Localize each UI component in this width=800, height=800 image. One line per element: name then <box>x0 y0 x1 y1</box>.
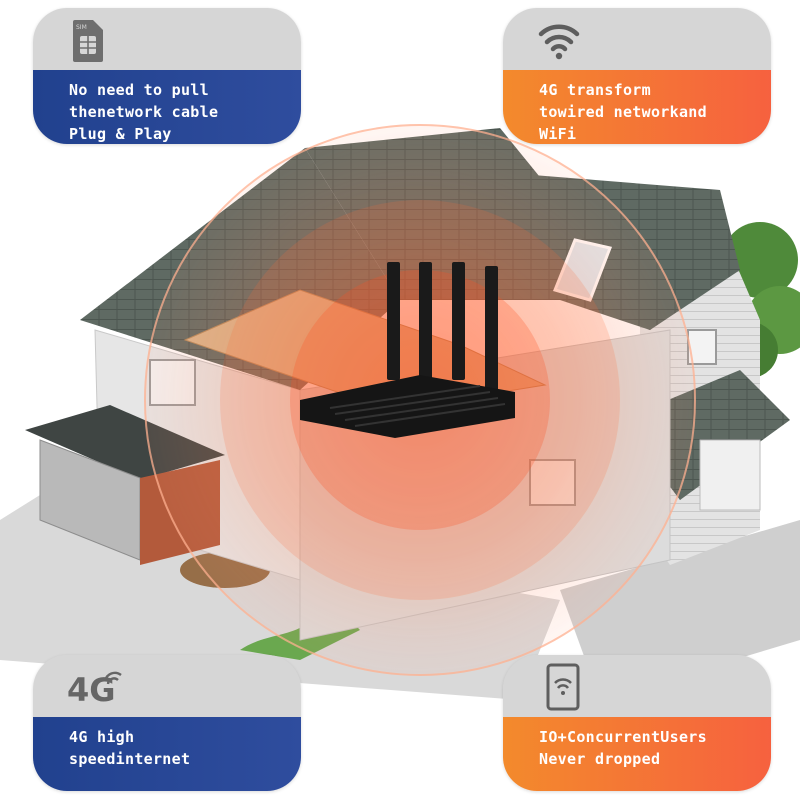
card-text-band <box>33 70 301 144</box>
feature-text: IO+ConcurrentUsers Never dropped <box>539 726 707 770</box>
feature-line: Never dropped <box>539 750 661 768</box>
4g-signal-icon: 4G <box>67 667 127 711</box>
wifi-icon <box>538 24 580 60</box>
feature-line: WiFi <box>539 125 577 143</box>
feature-line: IO+ConcurrentUsers <box>539 728 707 746</box>
feature-card-concurrent-users: IO+ConcurrentUsers Never dropped <box>503 655 771 791</box>
4g-label: 4G <box>67 671 116 709</box>
feature-line: Plug & Play <box>69 125 172 143</box>
feature-card-4g-speed: 4G 4G high speedinternet <box>33 655 301 791</box>
router-vents <box>329 385 506 427</box>
feature-card-wifi: 4G transform towired networkand WiFi <box>503 8 771 144</box>
feature-line: No need to pull <box>69 81 209 99</box>
card-icon-area <box>33 655 301 717</box>
feature-line: towired networkand <box>539 103 707 121</box>
feature-line: 4G transform <box>539 81 651 99</box>
card-text-band <box>33 717 301 791</box>
router-body <box>300 375 515 438</box>
signal-arcs-icon <box>103 671 122 685</box>
feature-line: thenetwork cable <box>69 103 219 121</box>
sim-label: SIM <box>76 24 87 31</box>
card-text-band <box>503 70 771 144</box>
feature-card-plug-and-play: SIM No need to pull thenetwork cable Plu… <box>33 8 301 144</box>
router-antennas <box>387 262 498 394</box>
sim-card-icon: SIM <box>73 20 103 62</box>
feature-line: speedinternet <box>69 750 191 768</box>
device-wifi-icon <box>546 663 580 711</box>
feature-line: 4G high <box>69 728 135 746</box>
feature-text: 4G high speedinternet <box>69 726 190 770</box>
card-text-band <box>503 717 771 791</box>
feature-text: No need to pull thenetwork cable Plug & … <box>69 79 218 144</box>
card-icon-area <box>503 655 771 717</box>
feature-text: 4G transform towired networkand WiFi <box>539 79 707 144</box>
garage-door <box>699 439 761 511</box>
